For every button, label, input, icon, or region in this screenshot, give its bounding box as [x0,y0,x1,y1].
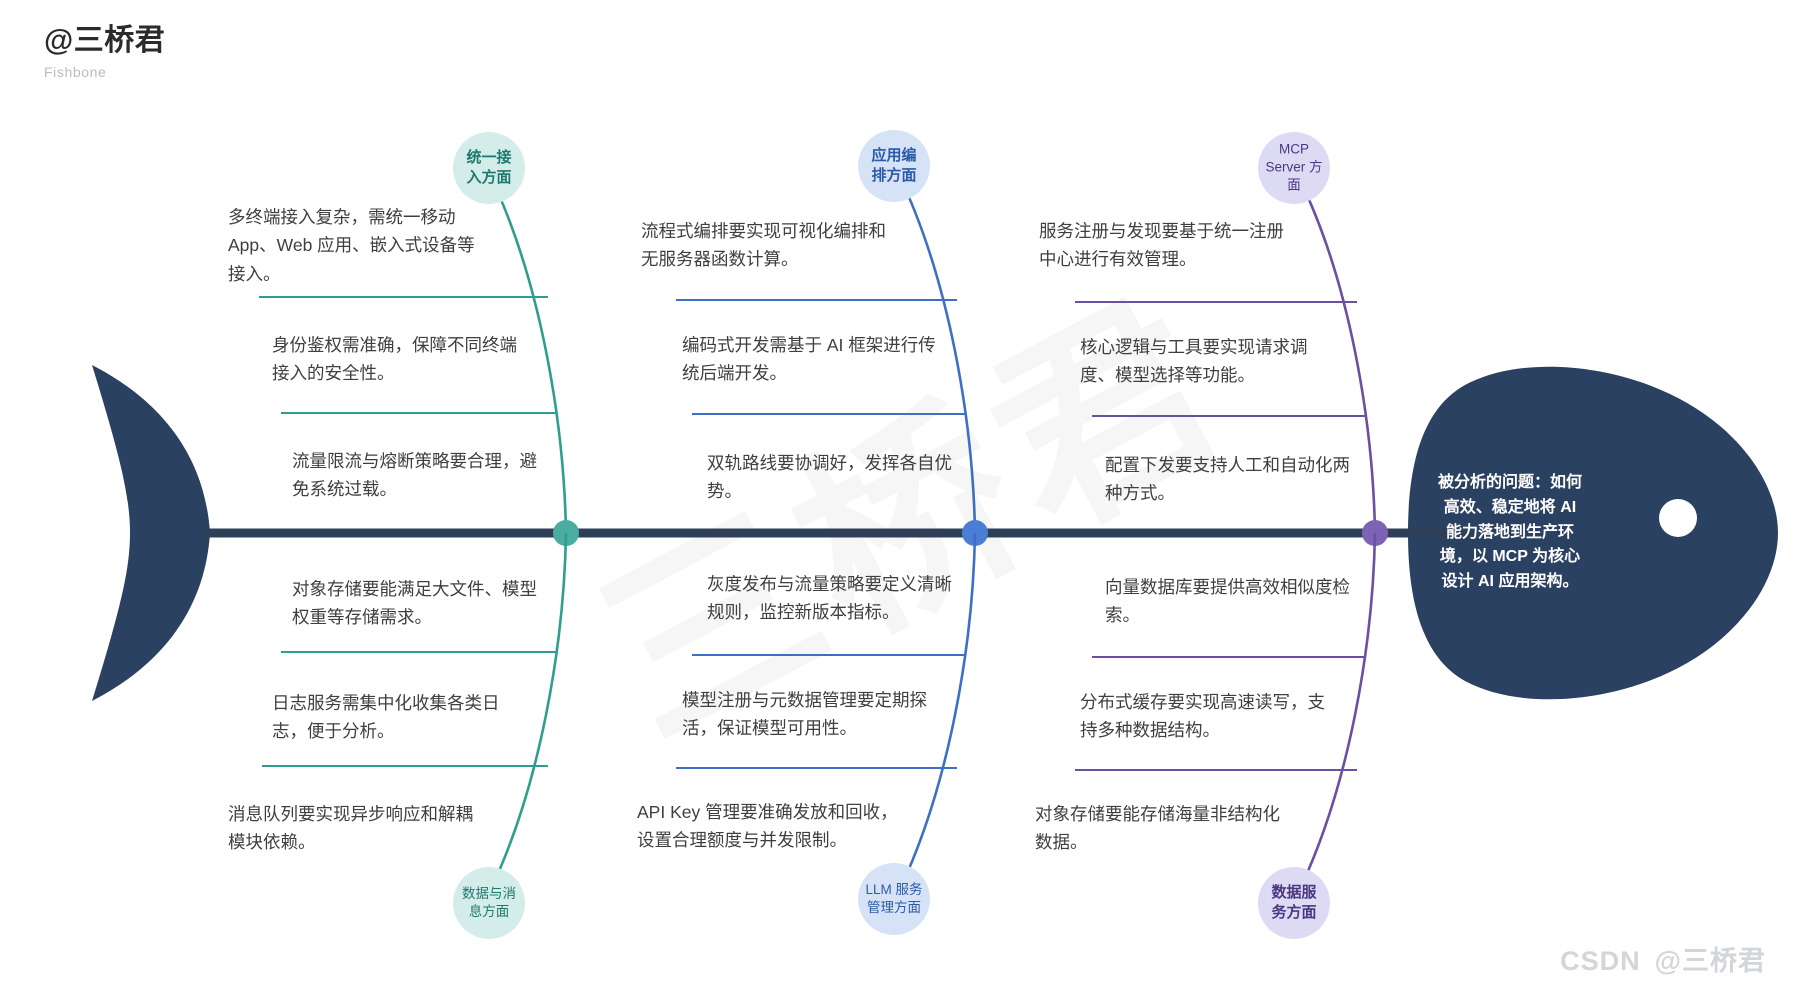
cause-mcp-server-3: 配置下发要支持人工和自动化两 种方式。 [1105,455,1350,504]
category-label-data-message: 数据与消 息方面 [462,885,516,919]
cause-unified-access-1: 多终端接入复杂，需统一移动 App、Web 应用、嵌入式设备等 接入。 [228,207,475,284]
cause-data-service-1: 向量数据库要提供高效相似度检 索。 [1105,577,1350,626]
category-label-llm-service-management: LLM 服务 管理方面 [865,881,923,915]
category-bubble-mcp-server[interactable] [1258,132,1330,204]
branch-curve-mcp-server [1297,177,1377,534]
branch-curve-data-message [488,532,568,892]
category-label-app-orchestration: 应用编 排方面 [871,146,917,184]
branch-curve-llm-service-management [897,532,977,892]
fish-tail [92,365,210,701]
page-subtitle: Fishbone [44,64,107,80]
branch-curve-unified-access [488,174,568,534]
csdn-watermark-label: CSDN [1560,946,1641,976]
category-bubble-app-orchestration[interactable] [858,130,930,202]
diagram-header: @三桥君 Fishbone [44,24,165,80]
fish-head [1408,366,1778,700]
cause-data-service-3: 对象存储要能存储海量非结构化 数据。 [1035,804,1280,853]
cause-data-service-2: 分布式缓存要实现高速读写，支 持多种数据结构。 [1080,692,1325,741]
fish-eye [1659,499,1697,537]
category-bubble-unified-access[interactable] [453,132,525,204]
branch-curve-data-service [1297,532,1377,892]
category-label-mcp-server: MCP Server 方 面 [1265,141,1323,194]
page-title: @三桥君 [44,24,166,57]
cause-unified-access-3: 流量限流与熔断策略要合理，避 免系统过载。 [292,451,537,500]
cause-llm-service-management-1: 灰度发布与流量策略要定义清晰 规则，监控新版本指标。 [707,574,952,623]
problem-statement: 被分析的问题：如何 高效、稳定地将 AI 能力落地到生产环 境，以 MCP 为核… [1437,474,1582,591]
branch-curve-app-orchestration [897,174,977,534]
cause-app-orchestration-3: 双轨路线要协调好，发挥各自优 势。 [707,453,952,502]
cause-unified-access-2: 身份鉴权需准确，保障不同终端 接入的安全性。 [272,335,517,384]
cause-data-message-1: 对象存储要能满足大文件、模型 权重等存储需求。 [292,579,537,628]
cause-data-message-3: 消息队列要实现异步响应和解耦 模块依赖。 [228,804,473,853]
cause-llm-service-management-3: API Key 管理要准确发放和回收， 设置合理额度与并发限制。 [637,802,898,851]
category-bubble-data-service[interactable] [1258,867,1330,939]
category-bubble-llm-service-management[interactable] [858,863,930,935]
cause-mcp-server-2: 核心逻辑与工具要实现请求调 度、模型选择等功能。 [1080,337,1308,386]
category-label-unified-access: 统一接 入方面 [466,148,512,186]
corner-watermark: CSDN @三桥君 [1560,939,1766,978]
handle-watermark-label: @三桥君 [1654,946,1766,976]
cause-llm-service-management-2: 模型注册与元数据管理要定期探 活，保证模型可用性。 [682,690,927,739]
cause-app-orchestration-2: 编码式开发需基于 AI 框架进行传 统后端开发。 [682,335,936,384]
cause-data-message-2: 日志服务需集中化收集各类日 志，便于分析。 [272,693,500,742]
category-bubble-data-message[interactable] [453,867,525,939]
cause-app-orchestration-1: 流程式编排要实现可视化编排和 无服务器函数计算。 [641,221,886,270]
cause-mcp-server-1: 服务注册与发现要基于统一注册 中心进行有效管理。 [1039,221,1284,270]
category-label-data-service: 数据服 务方面 [1271,883,1317,921]
